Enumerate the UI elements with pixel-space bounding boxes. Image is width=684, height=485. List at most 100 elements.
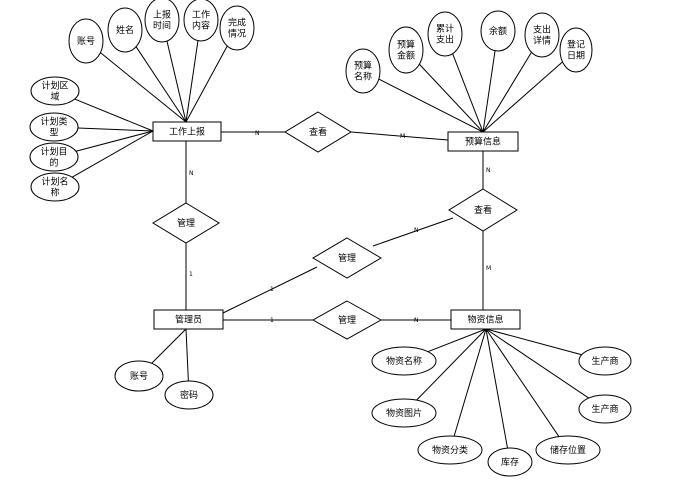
- relationship-view-top: 查看: [284, 111, 352, 153]
- relationship-manage-bottom: 管理: [311, 300, 383, 340]
- attribute-text: 预算: [354, 60, 372, 72]
- cardinality-admin-to-manage-center: 1: [270, 286, 274, 293]
- attribute-link-admin-1: [185, 328, 189, 382]
- attribute-material-info-5: 生产商: [578, 346, 632, 376]
- attribute-text: 的: [49, 157, 58, 169]
- attribute-budget-info-3: 余额: [480, 10, 516, 52]
- attribute-link-material-info-0: [427, 328, 487, 353]
- attribute-ellipse: [164, 380, 214, 410]
- attribute-text: 称: [50, 187, 59, 199]
- attribute-ellipse: [30, 76, 80, 106]
- entity-material-info: 物资信息: [450, 309, 521, 330]
- cardinality-manage-bottom-to-material: N: [414, 317, 419, 324]
- attribute-link-budget-info-1: [418, 63, 484, 133]
- attribute-text: 物资名称: [386, 355, 422, 367]
- cardinality-manage-center-to-view: N: [414, 227, 419, 234]
- attribute-text: 储存位置: [550, 444, 586, 456]
- entity-box: [447, 131, 519, 152]
- relationship-view-right: 查看: [448, 188, 518, 232]
- edge-admin-manage: [222, 266, 318, 314]
- attribute-ellipse: [578, 394, 632, 424]
- relationship-manage-center: 管理: [312, 237, 382, 279]
- attribute-link-work-report-7: [75, 130, 154, 152]
- attribute-material-info-4: 储存位置: [535, 435, 601, 465]
- attribute-ellipse: [524, 12, 560, 58]
- edge-manage-view: [372, 217, 454, 247]
- attribute-link-budget-info-3: [482, 50, 496, 133]
- attribute-text: 上报: [153, 9, 171, 21]
- attribute-ellipse: [487, 447, 533, 477]
- attribute-link-work-report-5: [74, 98, 154, 132]
- relationship-text: 管理: [338, 314, 356, 326]
- cardinality-view-to-material: M: [486, 265, 491, 272]
- relationship-diamond: [152, 202, 220, 244]
- attribute-text: 姓名: [116, 24, 134, 36]
- attribute-material-info-0: 物资名称: [371, 346, 437, 376]
- attribute-link-material-info-1: [416, 328, 487, 401]
- relationship-text: 管理: [338, 252, 356, 264]
- attribute-text: 详情: [533, 35, 551, 47]
- attribute-text: 名称: [354, 71, 372, 83]
- attribute-link-material-info-3: [485, 328, 508, 449]
- entity-text: 工作上报: [169, 126, 205, 138]
- attribute-text: 内容: [192, 20, 210, 32]
- attribute-ellipse: [29, 112, 79, 142]
- attribute-text: 金额: [397, 50, 415, 62]
- attribute-ellipse: [107, 7, 143, 53]
- attribute-text: 计划名: [41, 176, 68, 188]
- cardinality-view-to-budget: M: [400, 133, 405, 140]
- attribute-link-material-info-2: [453, 328, 487, 437]
- attribute-ellipse: [480, 10, 516, 52]
- attribute-text: 情况: [228, 28, 246, 40]
- entity-text: 管理员: [175, 314, 202, 326]
- attribute-material-info-2: 物资分类: [417, 435, 483, 465]
- attribute-ellipse: [417, 435, 483, 465]
- connector-lines: [71, 40, 590, 449]
- attribute-text: 物资分类: [432, 444, 468, 456]
- entity-admin: 管理员: [153, 309, 224, 330]
- attribute-text: 支出: [436, 34, 454, 46]
- attribute-ellipse: [535, 435, 601, 465]
- attribute-text: 支出: [533, 24, 551, 36]
- attribute-ellipse: [388, 26, 424, 74]
- attribute-ellipse: [183, 0, 219, 42]
- attribute-text: 余额: [489, 25, 507, 37]
- attribute-material-info-1: 物资图片: [371, 398, 437, 428]
- entity-text: 预算信息: [465, 136, 501, 148]
- relationship-text: 管理: [177, 217, 195, 229]
- attribute-work-report-0: 账号: [68, 18, 104, 64]
- attribute-link-admin-0: [151, 328, 187, 364]
- entity-work-report: 工作上报: [152, 121, 222, 142]
- edge-view-budget: [350, 131, 449, 141]
- attribute-text: 工作: [192, 9, 210, 21]
- cardinality-admin-to-manage-bottom: 1: [270, 317, 274, 324]
- attribute-text: 日期: [567, 51, 585, 62]
- attribute-text: 计划类: [40, 116, 67, 128]
- attribute-link-work-report-2: [166, 40, 187, 123]
- attribute-admin-1: 密码: [164, 380, 214, 410]
- attribute-text: 库存: [501, 456, 519, 468]
- cardinality-manage-to-admin: 1: [189, 271, 193, 278]
- attribute-text: 密码: [180, 389, 198, 401]
- entity-text: 物资信息: [467, 314, 503, 326]
- attribute-ellipse: [68, 18, 104, 64]
- attribute-link-work-report-1: [135, 46, 187, 123]
- diagram-nodes: 账号姓名上报时间工作内容完成情况计划区域计划类型计划目的计划名称预算名称预算金额…: [29, 0, 632, 477]
- attribute-ellipse: [219, 5, 255, 51]
- attribute-ellipse: [144, 0, 180, 43]
- relationship-diamond: [284, 111, 352, 153]
- entity-box: [153, 309, 224, 330]
- attribute-text: 计划目: [40, 146, 67, 158]
